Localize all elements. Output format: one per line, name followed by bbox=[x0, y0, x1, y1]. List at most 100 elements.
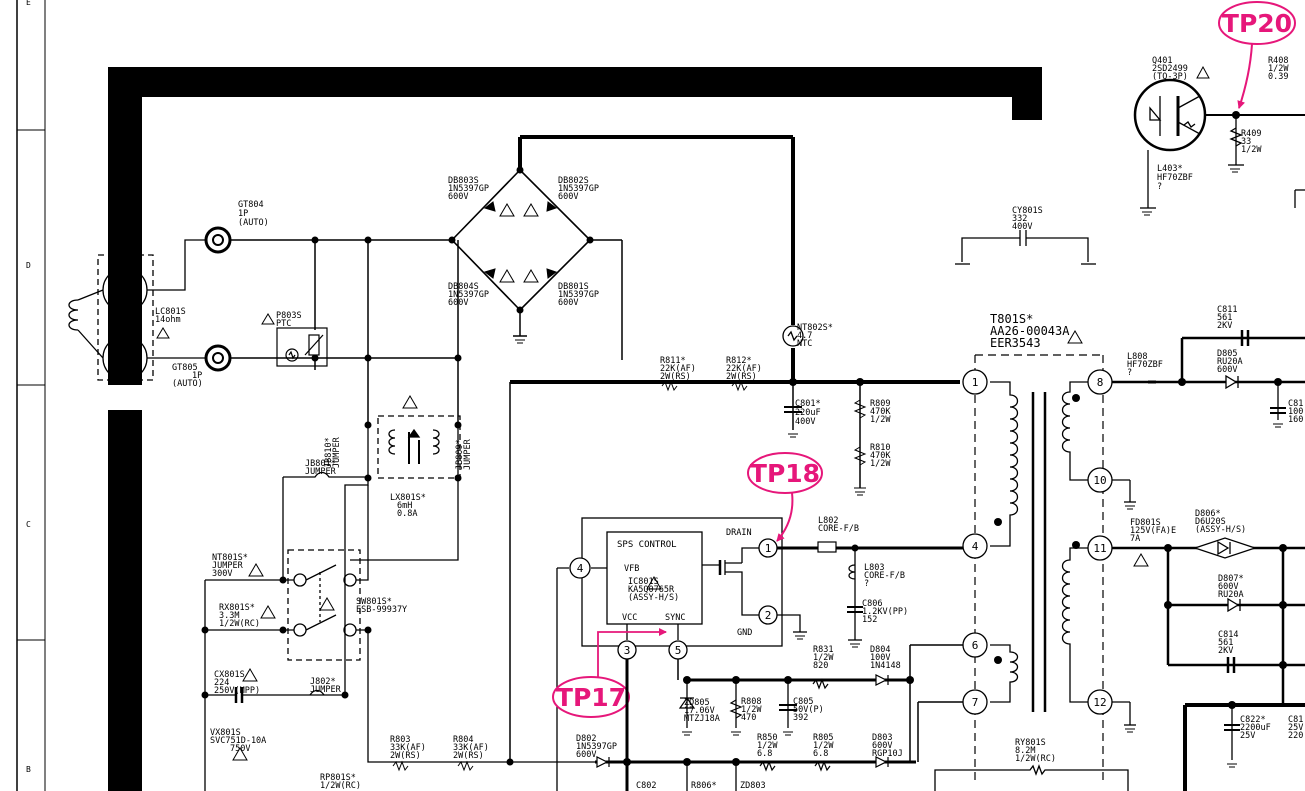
test-point-tp18 bbox=[747, 452, 823, 542]
warning-icon bbox=[242, 668, 258, 682]
db804-part: 1N5397GP bbox=[448, 290, 489, 300]
ic-pin-5: 5 bbox=[675, 644, 682, 657]
r808-watt: 1/2W bbox=[741, 705, 762, 715]
nt802-type: NTC bbox=[797, 339, 812, 349]
r812-value: 22K(AF) bbox=[726, 364, 762, 374]
cy801-volt: 400V bbox=[1012, 222, 1032, 232]
junction-dot bbox=[851, 544, 859, 552]
db803-part: 1N5397GP bbox=[448, 184, 489, 194]
diode-d805 bbox=[1225, 374, 1239, 390]
polarity-dots bbox=[994, 394, 1080, 664]
p803-ref: P803S bbox=[276, 311, 302, 321]
c822-volt: 25V bbox=[1240, 731, 1255, 741]
junction-dots bbox=[1164, 378, 1287, 709]
ry801-watt: 1/2W(RC) bbox=[1015, 754, 1056, 764]
r809-value: 470K bbox=[870, 407, 891, 417]
warning-icon bbox=[156, 327, 170, 339]
socket-gt804 bbox=[204, 226, 232, 254]
r808-ref: R808 bbox=[741, 697, 761, 707]
r803-watt: 2W(RS) bbox=[390, 751, 421, 761]
gt804-ref: GT804 bbox=[238, 200, 264, 210]
socket-gt805 bbox=[204, 344, 232, 372]
resistor-r812 bbox=[731, 380, 748, 392]
edge-letter-e: E bbox=[26, 0, 31, 7]
junction-dots bbox=[623, 676, 914, 766]
warning-icon bbox=[1133, 553, 1149, 567]
c814-ref: C814 bbox=[1218, 630, 1238, 640]
warning-icon bbox=[402, 395, 418, 409]
q401-ref: Q401 bbox=[1152, 56, 1172, 66]
l802-part: CORE-F/B bbox=[818, 524, 859, 534]
r850-value: 6.8 bbox=[757, 749, 772, 759]
r831-value: 820 bbox=[813, 661, 828, 671]
d803-ref: D803 bbox=[872, 733, 892, 743]
rp801-watt: 1/2W(RC) bbox=[320, 781, 361, 791]
db803-ref: DB803S bbox=[448, 176, 479, 186]
ic-part: KA5Q0765R bbox=[628, 585, 675, 595]
jb801-ref: JB801* bbox=[305, 459, 336, 469]
gt805-type: (AUTO) bbox=[172, 379, 203, 389]
sheet-border bbox=[16, 0, 46, 791]
c814-value: 561 bbox=[1218, 638, 1233, 648]
choke-lx801s bbox=[344, 415, 461, 695]
cx801-ref: CX801S bbox=[214, 670, 245, 680]
junction-dots bbox=[364, 421, 462, 482]
ntc-nt802s bbox=[782, 325, 804, 347]
d805-part: RU20A bbox=[1217, 357, 1243, 367]
l808-value: ? bbox=[1127, 368, 1132, 378]
jb801-type: JUMPER bbox=[305, 467, 337, 477]
c822-ref: C822* bbox=[1240, 715, 1266, 725]
ic-assy: (ASSY-H/S) bbox=[628, 593, 679, 603]
tp20-label: TP20 bbox=[1222, 9, 1292, 38]
ic-pin-drain-label: DRAIN bbox=[726, 528, 752, 538]
c806-ref: C806 bbox=[862, 599, 882, 609]
fd801-ref: FD801S bbox=[1130, 518, 1161, 528]
edge-letter-b: B bbox=[26, 765, 31, 774]
resistor-ry801s bbox=[934, 764, 1129, 791]
d807-volt: 600V bbox=[1218, 582, 1238, 592]
junction-dots bbox=[201, 576, 372, 699]
drain-net bbox=[777, 541, 963, 641]
r409-ref: R409 bbox=[1241, 129, 1261, 139]
r409-watt: 1/2W bbox=[1241, 145, 1262, 155]
r809-watt: 1/2W bbox=[870, 415, 891, 425]
l803-value: ? bbox=[864, 579, 869, 589]
d803-part: RGP10J bbox=[872, 749, 903, 759]
q401-pkg: (TO-3P) bbox=[1152, 72, 1188, 82]
hot-ground-frame bbox=[108, 67, 1042, 791]
d802-ref: D802 bbox=[576, 734, 596, 744]
r831-ref: R831 bbox=[813, 645, 833, 655]
c811-volt: 2KV bbox=[1217, 321, 1232, 331]
vx801-part: SVC751D-10A bbox=[210, 736, 266, 746]
c81x-volt: 160 bbox=[1288, 415, 1303, 425]
capacitor-cx801s bbox=[205, 687, 345, 703]
ic-pin-vcc-label: VCC bbox=[622, 613, 637, 623]
d804-ref: D804 bbox=[870, 645, 890, 655]
r808-value: 470 bbox=[741, 713, 756, 723]
p803-type: PTC bbox=[276, 319, 291, 329]
ic-pin-vfb-label: VFB bbox=[624, 564, 639, 574]
r805-ref: R805 bbox=[813, 733, 833, 743]
r811-ref: R811* bbox=[660, 356, 686, 366]
c81y-value: 220 bbox=[1288, 731, 1303, 741]
r803-ref: R803 bbox=[390, 735, 410, 745]
fd801-rating: 125V(FA)E bbox=[1130, 526, 1176, 536]
lx801-ref: LX801S* bbox=[390, 493, 426, 503]
capacitor-cy801s bbox=[955, 230, 1096, 265]
rx801-value: 3.3M bbox=[219, 611, 239, 621]
warning-icons bbox=[499, 203, 539, 283]
zd805-part: MTZJ18A bbox=[684, 714, 720, 724]
jumper-jb801 bbox=[282, 471, 368, 580]
diode-d807 bbox=[1227, 597, 1241, 613]
ground-symbols bbox=[515, 168, 1283, 768]
r810-ref: R810 bbox=[870, 443, 890, 453]
t801-part: AA26-00043A bbox=[990, 324, 1070, 338]
c814-volt: 2KV bbox=[1218, 646, 1233, 656]
c802-ref: C802 bbox=[636, 781, 656, 791]
capacitor-c811 bbox=[1240, 330, 1250, 346]
ic-pin-1: 1 bbox=[765, 542, 772, 555]
t801-core: EER3543 bbox=[990, 336, 1041, 350]
c805-ref: C805 bbox=[793, 697, 813, 707]
r408-value: 0.39 bbox=[1268, 72, 1288, 82]
